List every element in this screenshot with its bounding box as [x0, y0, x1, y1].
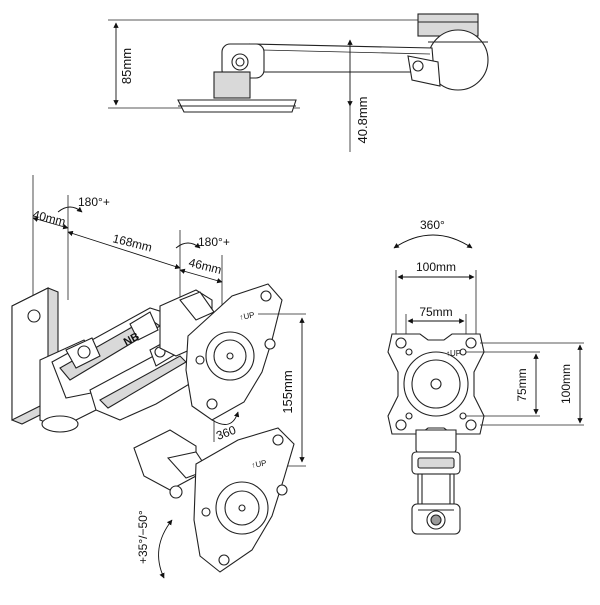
front-arm-column: [417, 473, 455, 505]
width-100-label: 100mm: [416, 260, 456, 274]
rotation-360-right-arrow: [393, 234, 473, 249]
svg-text:↑UP: ↑UP: [446, 349, 461, 358]
rotation-360-right-label: 360°: [420, 218, 445, 232]
height-40-8-label: 40.8mm: [355, 97, 370, 144]
rotation-180-top-label: 180°+: [78, 195, 110, 209]
side-view: 85mm 40.8mm: [108, 13, 489, 152]
rotation-180-mid-label: 180°+: [198, 235, 230, 249]
arm-168-dimension-line: [67, 230, 181, 270]
rotation-360-arrow: [211, 411, 240, 425]
vesa-155-label: 155mm: [280, 370, 295, 413]
arm-168-label: 168mm: [111, 231, 153, 254]
perspective-view: 180°+ 40mm 168mm 180°+ 46mm NB: [11, 175, 306, 579]
offset-40-dimension-line: [32, 216, 69, 230]
offset-40-label: 40mm: [31, 207, 67, 229]
rotation-180-top-arrow: [57, 206, 83, 213]
rotation-360-label: 360: [214, 423, 238, 443]
svg-text:↑UP: ↑UP: [239, 310, 255, 321]
wall-screw-hole: [27, 309, 41, 323]
offset-46-dimension-line: [179, 268, 223, 284]
height-100-label: 100mm: [559, 364, 573, 404]
rotation-180-mid-arrow: [175, 242, 201, 249]
tilt-range-arrow: [158, 519, 173, 579]
width-75-label: 75mm: [419, 305, 452, 319]
height-75-label: 75mm: [515, 368, 529, 401]
height-85-label: 85mm: [119, 48, 134, 84]
svg-text:↑UP: ↑UP: [251, 458, 267, 469]
front-view: 360° 100mm 75mm ↑UP 75mm 100mm: [387, 218, 584, 535]
tilt-head: [213, 71, 251, 99]
upper-arm-segment: [249, 43, 435, 73]
tilt-range-label: +35°/−50°: [136, 510, 150, 564]
